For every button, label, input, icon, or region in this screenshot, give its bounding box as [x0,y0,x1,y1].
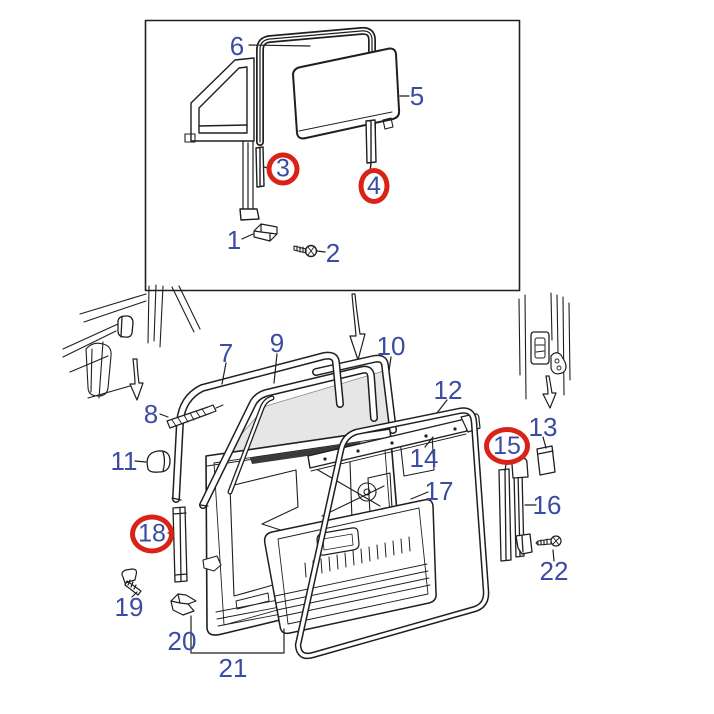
screw-part-19 [121,568,142,596]
inset-leader-lines [241,44,410,253]
leader-lines [131,353,555,598]
glass-run-channel-6 [256,26,376,146]
door-striker-sketch [530,331,550,365]
pillar-grommet-sketch [117,315,134,338]
vehicle-body-sketch-left [62,284,201,401]
pad-part-13 [536,445,556,476]
window-slot [250,442,362,464]
molding-part-8 [166,404,224,429]
door-opening-seal-12 [294,407,490,660]
strip-part-3 [255,146,265,188]
check-strap [202,555,222,572]
strip-part-18 [172,506,188,583]
down-arrow-center-icon [349,293,366,361]
seat-sketch [85,342,112,397]
vent-frame-foot [239,208,260,221]
run-channel-frame-10 [312,354,397,434]
vehicle-body-sketch-right [518,292,571,409]
window-frame-9 [199,365,378,509]
vent-window-frame [184,57,260,221]
down-arrow-right-icon [542,375,557,409]
screw-part-22 [535,535,562,547]
door-window-glass-5 [292,47,401,140]
strip-part-4 [365,119,377,173]
grommet-part-11 [146,450,171,473]
clip-part-20 [170,593,197,616]
screw-part-2 [293,244,318,258]
bracket-line-21 [190,615,285,654]
latch-sketch [550,352,567,375]
bracket-part-1 [253,223,278,242]
frame-seal-7 [171,351,344,503]
down-arrow-left-icon [129,358,144,401]
inset-box [144,19,521,292]
door-pillar-edge [227,395,275,495]
run-channel-strips-15-16 [498,457,533,562]
inset-window-assembly [144,19,521,292]
